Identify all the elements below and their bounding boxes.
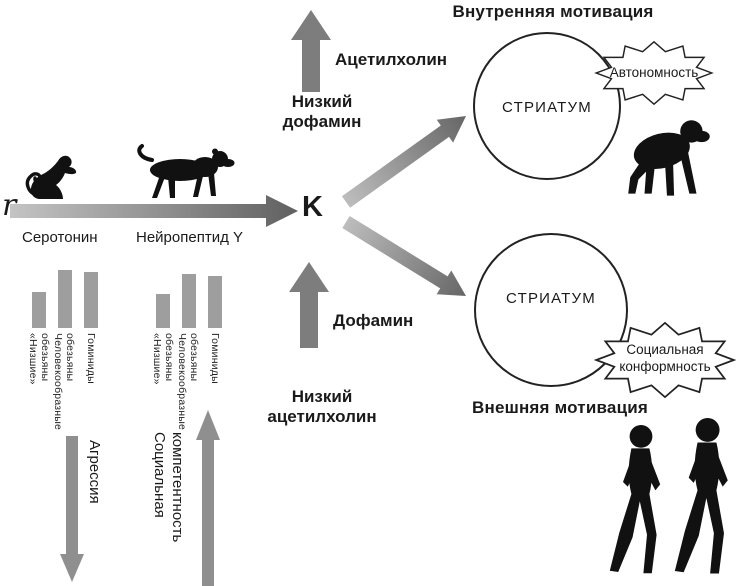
k-selection-symbol: K bbox=[302, 191, 323, 223]
bar bbox=[182, 274, 196, 328]
k-to-extrinsic-arrow bbox=[342, 216, 466, 296]
aggression-label: Агрессия bbox=[86, 440, 103, 504]
k-to-intrinsic-arrow bbox=[341, 116, 466, 208]
bar-group-neuropeptide bbox=[156, 268, 222, 328]
striatum-bottom-label: СТРИАТУМ bbox=[506, 290, 596, 307]
walking-monkey-icon bbox=[137, 144, 235, 198]
r-to-k-gradient-arrow bbox=[10, 195, 298, 227]
bar bbox=[156, 294, 170, 328]
dopamine-up-arrow bbox=[289, 262, 329, 348]
neuropeptide-y-label: Нейропептид Y bbox=[136, 229, 243, 246]
social-competence-label: Социальная компетентность bbox=[151, 432, 186, 543]
social-conformity-starburst bbox=[593, 321, 737, 399]
human-figure-2 bbox=[674, 417, 728, 574]
bar-category-label: «Низшие» обезьяны bbox=[27, 333, 51, 385]
low-acetylcholine-label: Низкий ацетилхолин bbox=[267, 387, 377, 426]
acetylcholine-up-arrow bbox=[291, 10, 331, 92]
bar-category-label: Человекообразные обезьяны bbox=[176, 333, 200, 431]
bar-category-label: «Низшие» обезьяны bbox=[151, 333, 175, 385]
low-dopamine-label: Низкий дофамин bbox=[282, 92, 362, 131]
bar bbox=[84, 272, 98, 328]
social-competence-up-arrow bbox=[196, 410, 220, 586]
bar-category-label: Гоминиды bbox=[85, 333, 97, 384]
striatum-circle-top bbox=[473, 32, 621, 180]
human-figure-1 bbox=[609, 425, 661, 574]
bar bbox=[208, 276, 222, 328]
bar-category-label: Гоминиды bbox=[209, 333, 221, 384]
acetylcholine-label: Ацетилхолин bbox=[335, 50, 448, 69]
autonomy-starburst bbox=[594, 40, 714, 106]
bar bbox=[58, 270, 72, 328]
chimpanzee-icon bbox=[628, 120, 710, 196]
dopamine-label: Дофамин bbox=[333, 311, 414, 330]
social-conformity-label: Социальная конформность bbox=[619, 342, 711, 374]
intrinsic-motivation-title: Внутренняя мотивация bbox=[452, 2, 654, 21]
aggression-down-arrow bbox=[60, 436, 84, 582]
bar-category-label: Человекообразные обезьяны bbox=[52, 333, 76, 431]
extrinsic-motivation-title: Внешняя мотивация bbox=[472, 398, 648, 417]
walking-humans-icon bbox=[609, 417, 728, 574]
serotonin-label: Серотонин bbox=[22, 229, 98, 246]
autonomy-label: Автономность bbox=[609, 65, 699, 80]
striatum-top-label: СТРИАТУМ bbox=[502, 99, 592, 116]
bar bbox=[32, 292, 46, 328]
small-monkey-icon bbox=[25, 155, 77, 199]
bar-group-serotonin bbox=[32, 268, 98, 328]
